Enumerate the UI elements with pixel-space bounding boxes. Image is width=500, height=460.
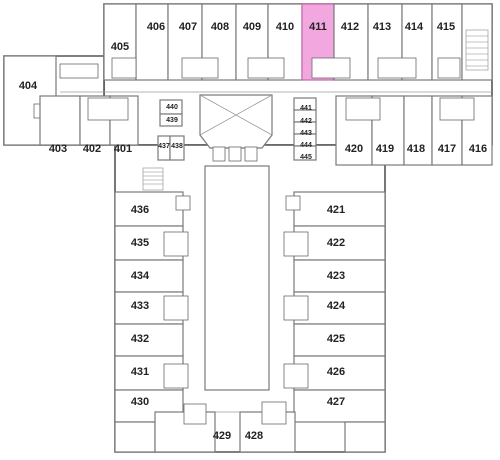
room-406-shape[interactable] xyxy=(135,3,169,81)
room-label-445: 445 xyxy=(300,154,312,161)
north-row xyxy=(60,3,493,93)
room-label-435: 435 xyxy=(131,237,149,249)
central-atrium xyxy=(199,94,273,391)
room-label-425: 425 xyxy=(327,333,345,345)
room-432-shape[interactable] xyxy=(114,323,184,357)
room-label-439: 439 xyxy=(166,117,178,124)
south-wing-east xyxy=(283,191,386,453)
room-label-402: 402 xyxy=(83,143,101,155)
room-label-404: 404 xyxy=(19,80,38,92)
room-label-437: 437 xyxy=(158,143,170,150)
room-label-421: 421 xyxy=(327,204,345,216)
room-label-438: 438 xyxy=(171,143,183,150)
room-label-432: 432 xyxy=(131,333,149,345)
room-label-433: 433 xyxy=(131,300,149,312)
bath-pods-north xyxy=(111,57,461,79)
room-label-412: 412 xyxy=(341,21,359,33)
room-label-417: 417 xyxy=(438,143,456,155)
atrium-void xyxy=(204,165,270,391)
room-438-shape[interactable] xyxy=(169,135,185,161)
room-sw-corner xyxy=(114,421,156,453)
room-label-422: 422 xyxy=(327,237,345,249)
room-label-410: 410 xyxy=(276,21,294,33)
room-445-shape[interactable] xyxy=(293,145,317,161)
room-label-444: 444 xyxy=(300,142,312,149)
room-424-shape[interactable] xyxy=(293,291,386,325)
room-label-423: 423 xyxy=(327,270,345,282)
room-422-shape[interactable] xyxy=(293,225,386,261)
room-label-430: 430 xyxy=(131,396,149,408)
room-se-corner xyxy=(344,421,386,453)
room-label-420: 420 xyxy=(345,143,363,155)
room-label-407: 407 xyxy=(179,21,197,33)
stair-ne-steps xyxy=(465,29,489,71)
room-label-411: 411 xyxy=(309,21,327,33)
room-label-418: 418 xyxy=(407,143,425,155)
room-labels: 405 406 407 408 409 410 411 412 413 414 … xyxy=(19,21,487,442)
room-label-413: 413 xyxy=(373,21,391,33)
room-label-419: 419 xyxy=(376,143,394,155)
room-label-415: 415 xyxy=(437,21,455,33)
room-403-shape[interactable] xyxy=(39,95,81,146)
room-label-405: 405 xyxy=(111,41,129,53)
south-end xyxy=(154,401,296,453)
room-label-406: 406 xyxy=(147,21,165,33)
room-label-427: 427 xyxy=(327,396,345,408)
room-label-442: 442 xyxy=(300,118,312,125)
room-label-441: 441 xyxy=(300,105,312,112)
room-427-shape[interactable] xyxy=(293,389,386,423)
room-label-414: 414 xyxy=(405,21,424,33)
room-label-408: 408 xyxy=(211,21,229,33)
stair-sw-steps xyxy=(142,167,164,191)
room-label-401: 401 xyxy=(114,143,132,155)
room-418-shape[interactable] xyxy=(403,95,433,166)
room-label-428: 428 xyxy=(245,430,263,442)
room-label-416: 416 xyxy=(469,143,487,155)
room-label-440: 440 xyxy=(166,104,178,111)
room-label-409: 409 xyxy=(243,21,261,33)
room-439-shape[interactable] xyxy=(159,113,183,127)
room-416-shape[interactable] xyxy=(461,95,493,166)
room-436-shape[interactable] xyxy=(114,191,184,227)
room-label-403: 403 xyxy=(49,143,67,155)
room-label-436: 436 xyxy=(131,204,149,216)
room-label-424: 424 xyxy=(327,300,346,312)
room-label-426: 426 xyxy=(327,366,345,378)
room-label-429: 429 xyxy=(213,430,231,442)
room-label-431: 431 xyxy=(131,366,149,378)
north-wing-south-row xyxy=(39,95,493,166)
south-wing-west xyxy=(114,191,191,453)
room-label-434: 434 xyxy=(131,270,150,282)
room-423-shape[interactable] xyxy=(293,259,386,293)
room-label-443: 443 xyxy=(300,130,312,137)
